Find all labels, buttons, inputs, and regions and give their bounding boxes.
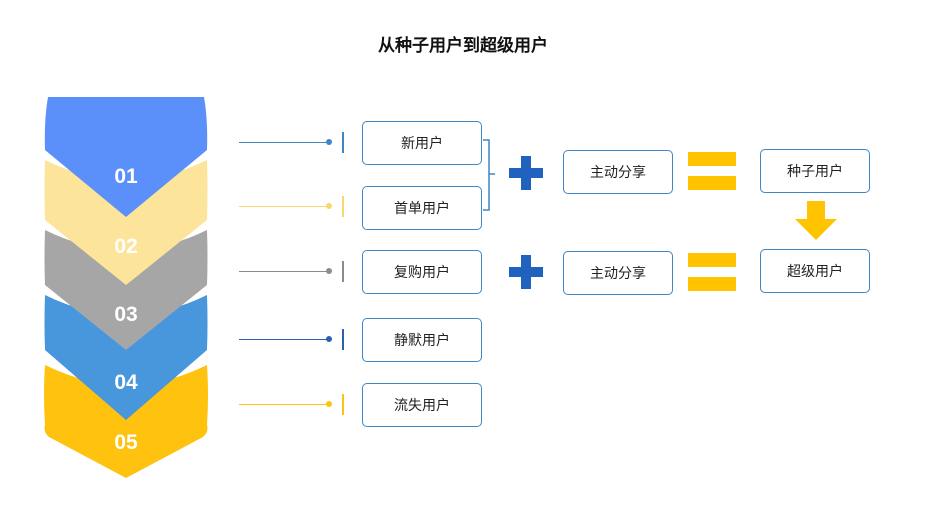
user-box-first-order: 首单用户 xyxy=(362,186,482,230)
connector-line-02 xyxy=(239,206,330,207)
equals-icon xyxy=(688,152,736,192)
action-box-share-2: 主动分享 xyxy=(563,251,673,295)
group-bracket xyxy=(483,139,495,211)
connector-dot-04 xyxy=(326,336,332,342)
connector-bar-01 xyxy=(342,132,344,153)
connector-dot-01 xyxy=(326,139,332,145)
plus-icon xyxy=(509,156,543,190)
user-box-churned: 流失用户 xyxy=(362,383,482,427)
layer-05-shape xyxy=(44,365,208,478)
layer-01-label: 01 xyxy=(114,165,138,188)
connector-bar-04 xyxy=(342,329,344,350)
plus-icon xyxy=(509,255,543,289)
equals-icon xyxy=(688,253,736,293)
layer-04-shape xyxy=(44,295,208,420)
result-box-super-user: 超级用户 xyxy=(760,249,870,293)
user-box-new: 新用户 xyxy=(362,121,482,165)
action-box-share-1: 主动分享 xyxy=(563,150,673,194)
layer-03-shape xyxy=(44,230,208,350)
connector-line-04 xyxy=(239,339,330,340)
connector-dot-02 xyxy=(326,203,332,209)
connector-dot-05 xyxy=(326,401,332,407)
layer-02-shape xyxy=(44,160,208,285)
user-box-repurchase: 复购用户 xyxy=(362,250,482,294)
connector-bar-05 xyxy=(342,394,344,415)
connector-line-03 xyxy=(239,271,330,272)
page-title: 从种子用户到超级用户 xyxy=(378,36,548,56)
layer-05-label: 05 xyxy=(114,431,138,454)
user-box-silent: 静默用户 xyxy=(362,318,482,362)
layer-01-shape xyxy=(44,97,208,217)
connector-bar-02 xyxy=(342,196,344,217)
layer-03-label: 03 xyxy=(114,303,138,326)
layer-02-label: 02 xyxy=(114,235,138,258)
connector-line-05 xyxy=(239,404,330,405)
result-box-seed-user: 种子用户 xyxy=(760,149,870,193)
layer-04-label: 04 xyxy=(114,371,138,394)
connector-line-01 xyxy=(239,142,330,143)
connector-dot-03 xyxy=(326,268,332,274)
connector-bar-03 xyxy=(342,261,344,282)
arrow-down-icon xyxy=(795,201,837,240)
